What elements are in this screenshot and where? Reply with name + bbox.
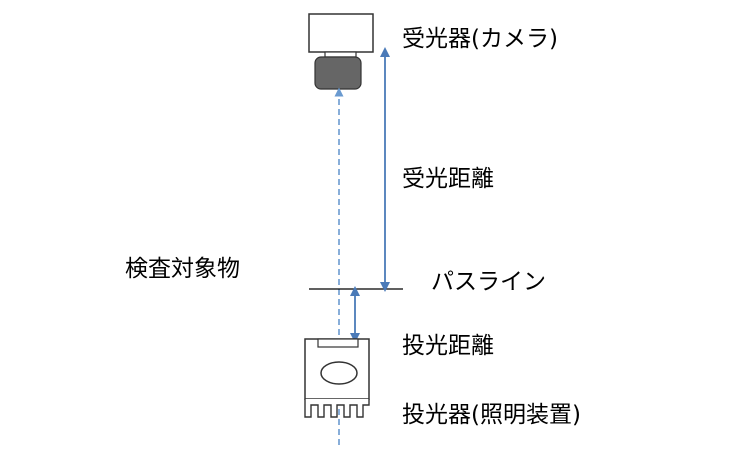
light-unit-icon	[304, 338, 370, 418]
camera-body	[308, 13, 374, 53]
light-lens	[320, 361, 358, 385]
receiver-label: 受光器(カメラ)	[402, 26, 558, 52]
projector-label: 投光器(照明装置)	[402, 402, 581, 428]
light-heatsink	[304, 399, 370, 418]
project-distance-label: 投光距離	[402, 333, 494, 359]
pass-line-label: パスライン	[431, 269, 546, 295]
camera-mount	[324, 51, 357, 58]
inspection-object-label: 検査対象物	[125, 256, 240, 282]
receive-distance-label: 受光距離	[402, 166, 494, 192]
camera-icon	[308, 13, 374, 90]
light-top-slot	[317, 338, 359, 348]
camera-lens	[314, 56, 362, 90]
